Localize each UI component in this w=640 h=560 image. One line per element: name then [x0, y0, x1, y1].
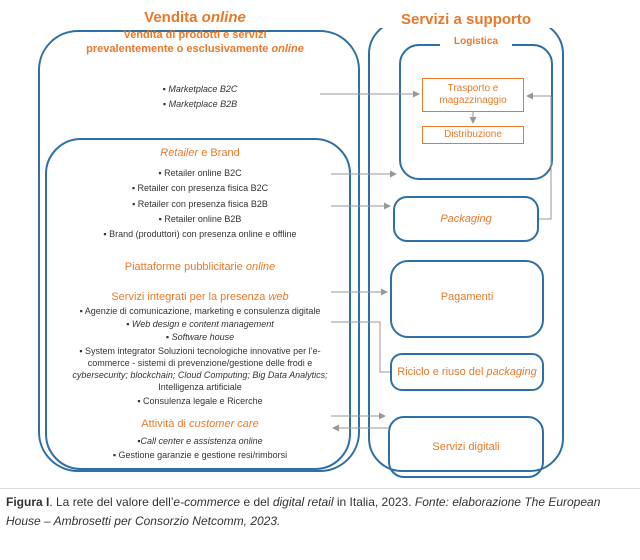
marketplace-b2c: ▪ Marketplace B2C	[162, 84, 238, 94]
customer-care-item: ▪ Gestione garanzie e gestione resi/rimb…	[112, 450, 288, 460]
retailer-item: ▪ Retailer con presenza fisica B2B	[132, 199, 268, 209]
support-services-title: Servizi a supporto	[368, 11, 564, 28]
retailer-heading: Retailer e Brand	[160, 147, 240, 159]
web-services-heading: Servizi integrati per la presenza web	[111, 291, 289, 303]
connector-arrows	[320, 90, 552, 432]
recycling-box: Riciclo e riuso del packaging	[390, 353, 544, 391]
advertising-platforms-heading: Piattaforme pubblicitarie online	[124, 261, 276, 273]
web-services-item: Intelligenza artificiale	[158, 382, 242, 392]
customer-care-item: ▪Call center e assistenza online	[137, 436, 263, 446]
retailer-item: ▪ Retailer online B2B	[158, 214, 242, 224]
retailer-item: ▪ Retailer con presenza fisica B2C	[131, 183, 269, 193]
marketplace-b2b: ▪ Marketplace B2B	[162, 99, 238, 109]
payments-box: Pagamenti	[390, 260, 544, 338]
figure-caption: Figura I. La rete del valore dell’e-comm…	[0, 488, 640, 535]
digital-services-box: Servizi digitali	[388, 416, 544, 478]
online-sales-title: Vendita online	[144, 9, 246, 26]
retailer-brand-box	[45, 138, 351, 470]
web-services-item: cybersecurity; blockchain; Cloud Computi…	[72, 370, 328, 380]
web-services-item: ▪ Software house	[165, 332, 235, 342]
arrow	[526, 92, 552, 220]
retailer-item: ▪ Brand (produttori) con presenza online…	[103, 229, 297, 239]
web-services-item: ▪ Consulenza legale e Ricerche	[137, 396, 263, 406]
distribution-box: Distribuzione	[422, 126, 524, 144]
packaging-box: Packaging	[393, 196, 539, 242]
web-services-item: ▪ Web design e content management	[126, 319, 274, 329]
arrow	[331, 321, 390, 373]
web-services-item: ▪ Agenzie di comunicazione, marketing e …	[79, 306, 321, 316]
customer-care-heading: Attività di customer care	[141, 418, 259, 430]
retailer-item: ▪ Retailer online B2C	[158, 168, 242, 178]
logistics-label: Logistica	[440, 36, 512, 47]
online-sales-subtitle: Vendita di prodotti e servizi prevalente…	[86, 29, 304, 55]
online-sales-box	[38, 30, 360, 472]
web-services-item: ▪ System integrator Soluzioni tecnologic…	[79, 346, 321, 356]
transport-storage-box: Trasporto e magazzinaggio	[422, 78, 524, 112]
web-services-item: commerce - sistemi di prevenzione/gestio…	[87, 358, 313, 368]
